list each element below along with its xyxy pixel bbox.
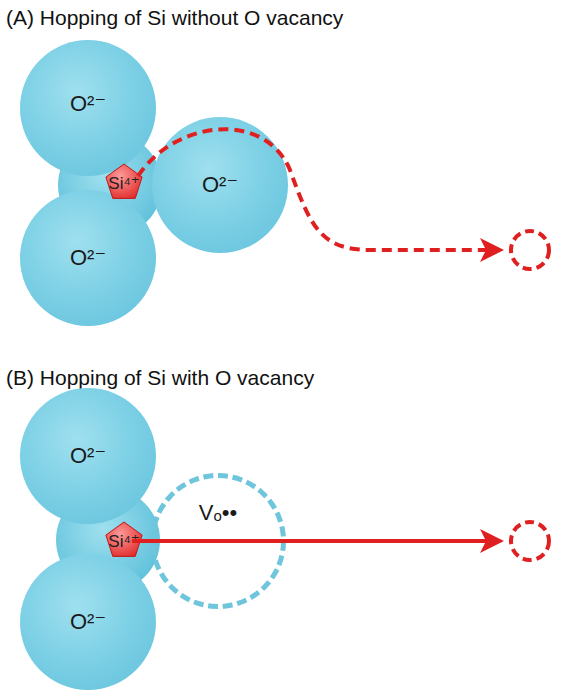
silicon-ion: Si⁴⁺ (92, 163, 156, 203)
silicon-pentagon-shape (106, 522, 142, 556)
silicon-pentagon-shape (106, 164, 142, 198)
oxygen-ion: O²⁻ (20, 554, 156, 690)
panel-title: (B) Hopping of Si with O vacancy (6, 366, 314, 390)
oxygen-ion: O²⁻ (20, 40, 156, 176)
oxygen-ion: O²⁻ (20, 388, 156, 524)
oxygen-ion: O²⁻ (20, 190, 156, 326)
panel-title: (A) Hopping of Si without O vacancy (6, 6, 343, 30)
direct-hop-arrow (132, 539, 500, 543)
oxygen-vacancy: Vₒ•• (150, 473, 286, 609)
ion-label: O²⁻ (70, 443, 106, 469)
ion-label: Si⁴⁺ (108, 531, 139, 552)
oxygen-ion: O²⁻ (152, 117, 288, 253)
ion-label: O²⁻ (70, 91, 106, 117)
silicon-ion: Si⁴⁺ (92, 521, 156, 561)
ion-label: Si⁴⁺ (108, 173, 139, 194)
vacancy-label: Vₒ•• (199, 500, 237, 526)
target-site (511, 231, 549, 269)
ion-label: O²⁻ (202, 172, 238, 198)
ion-label: O²⁻ (70, 245, 106, 271)
target-site (511, 522, 549, 560)
ion-label: O²⁻ (70, 609, 106, 635)
